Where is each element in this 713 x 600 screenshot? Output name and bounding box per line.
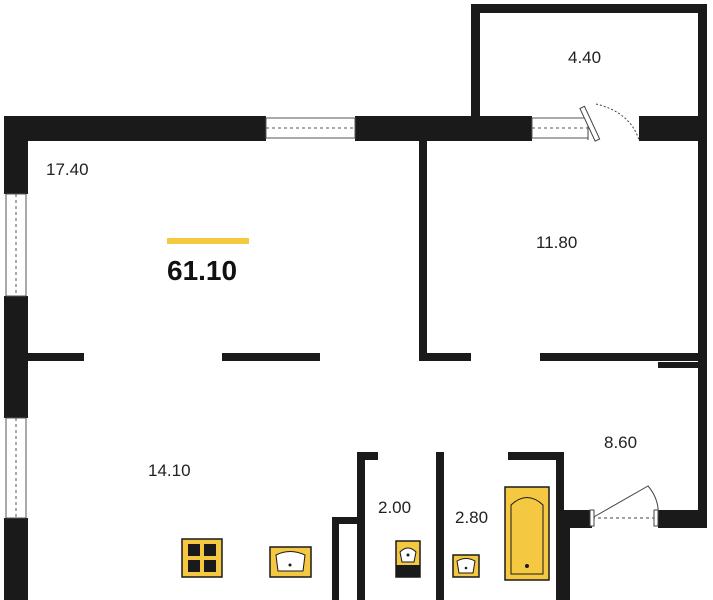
sink-icon (269, 546, 312, 578)
window-icon (5, 117, 589, 519)
toilet-icon (395, 540, 421, 578)
room-area-living: 17.40 (46, 160, 89, 179)
interior-walls (28, 141, 706, 600)
sink-icon (452, 554, 480, 578)
room-area-hallway: 8.60 (604, 433, 638, 452)
room-area-bedroom: 11.80 (536, 233, 578, 252)
total-area: 61.10 (167, 255, 238, 286)
room-area-balcony: 4.40 (568, 48, 602, 67)
bathtub-icon (504, 486, 550, 581)
room-area-kitchen: 14.10 (148, 461, 191, 480)
outer-walls (4, 116, 707, 600)
door-icon (579, 103, 659, 527)
room-area-bathroom: 2.80 (455, 508, 489, 527)
stove-icon (181, 538, 223, 578)
balcony-walls (471, 4, 707, 122)
room-area-toilet: 2.00 (378, 498, 412, 517)
total-area-accent-bar (167, 238, 249, 244)
